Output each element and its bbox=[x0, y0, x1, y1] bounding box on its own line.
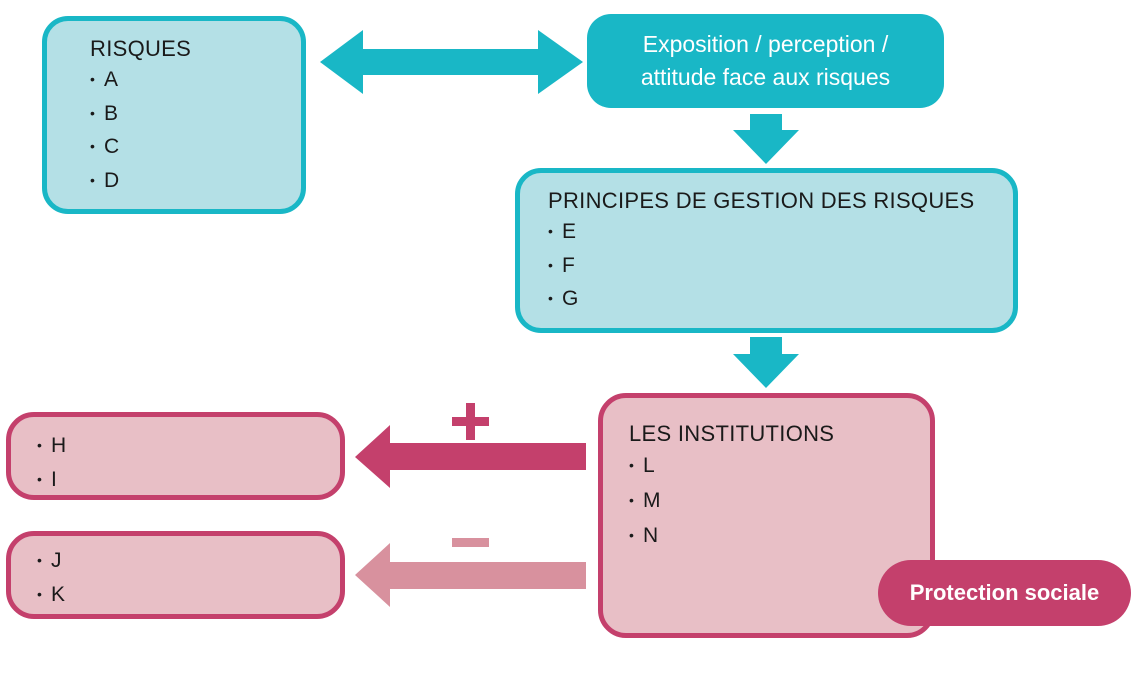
negative-outcomes-list: J K bbox=[37, 544, 340, 611]
left-arrow-negative bbox=[355, 543, 586, 607]
list-item: J bbox=[37, 544, 340, 578]
list-item: E bbox=[548, 215, 1013, 249]
plus-sign: + bbox=[452, 403, 489, 440]
list-item: L bbox=[629, 448, 930, 483]
protection-sociale-badge: Protection sociale bbox=[878, 560, 1131, 626]
principes-box: PRINCIPES DE GESTION DES RISQUES E F G bbox=[515, 168, 1018, 333]
risques-box: RISQUES A B C D bbox=[42, 16, 306, 214]
down-arrow-2 bbox=[733, 337, 799, 388]
positive-outcomes-list: H I bbox=[37, 429, 340, 496]
principes-title: PRINCIPES DE GESTION DES RISQUES bbox=[548, 188, 975, 213]
negative-outcomes-box: J K bbox=[6, 531, 345, 619]
risques-list: A B C D bbox=[90, 63, 301, 197]
list-item: K bbox=[37, 578, 340, 612]
double-arrow bbox=[320, 30, 583, 94]
list-item: B bbox=[90, 97, 301, 131]
left-arrow-positive bbox=[355, 425, 586, 488]
institutions-list: L M N bbox=[629, 448, 930, 553]
list-item: M bbox=[629, 483, 930, 518]
institutions-title: LES INSTITUTIONS bbox=[629, 421, 835, 446]
list-item: C bbox=[90, 130, 301, 164]
list-item: N bbox=[629, 518, 930, 553]
minus-sign: − bbox=[452, 538, 489, 547]
positive-outcomes-box: H I bbox=[6, 412, 345, 500]
exposition-box: Exposition / perception / attitude face … bbox=[587, 14, 944, 108]
list-item: F bbox=[548, 249, 1013, 283]
list-item: D bbox=[90, 164, 301, 198]
list-item: H bbox=[37, 429, 340, 463]
down-arrow-1 bbox=[733, 114, 799, 164]
list-item: G bbox=[548, 282, 1013, 316]
list-item: A bbox=[90, 63, 301, 97]
list-item: I bbox=[37, 463, 340, 497]
risques-title: RISQUES bbox=[90, 36, 192, 61]
principes-list: E F G bbox=[548, 215, 1013, 316]
